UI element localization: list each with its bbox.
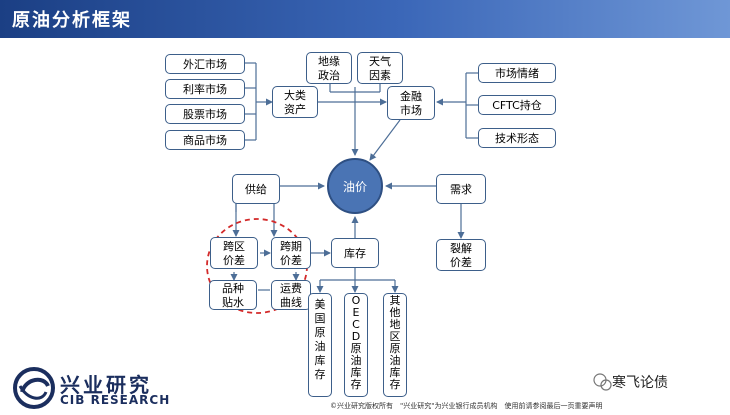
weather-box: 天气 因素 [357, 52, 403, 84]
other-inv-char: 其 [389, 294, 401, 307]
oil-price-node: 油价 [327, 158, 383, 214]
supply-label: 供给 [245, 182, 267, 196]
cftc-label: CFTC持仓 [492, 98, 542, 112]
freight-line1: 运费 [280, 282, 302, 295]
oecd-inv-char: 油 [350, 354, 362, 367]
stock-label: 股票市场 [183, 107, 227, 121]
wechat-icon [593, 373, 612, 391]
us-inv-char: 原 [314, 326, 326, 339]
geopolitics-box: 地缘 政治 [306, 52, 352, 84]
us-inv-char: 美 [314, 298, 326, 311]
wechat-account-name: 寒飞论债 [612, 375, 668, 391]
us-inv-char: 库 [314, 354, 326, 367]
oecd-inv-char: O [351, 294, 361, 307]
cross-region-spread-box: 跨区 价差 [210, 237, 258, 269]
geopolitics-line2: 政治 [318, 69, 340, 82]
weather-line1: 天气 [369, 55, 391, 68]
page-title: 原油分析框架 [12, 10, 132, 31]
freight-line2: 曲线 [280, 296, 302, 309]
logo-chinese-text: 兴业研究 [60, 373, 152, 397]
demand-label: 需求 [450, 182, 472, 196]
crack-line1: 裂解 [450, 242, 472, 255]
inventory-label: 库存 [344, 246, 366, 260]
commodity-label: 商品市场 [183, 133, 227, 147]
other-inv-char: 地 [389, 318, 401, 331]
interest-label: 利率市场 [183, 82, 227, 96]
technical-pattern-box: 技术形态 [478, 128, 556, 148]
crack-spread-box: 裂解 价差 [436, 239, 486, 271]
oecd-inv-char: 库 [350, 366, 362, 379]
footer-disclaimer: ©兴业研究版权所有 "兴业研究"为兴业银行成员机构 使用前请参阅最后一页重要声明 [330, 402, 603, 410]
major-assets-box: 大类 资产 [272, 86, 318, 118]
cib-logo-icon [13, 367, 55, 409]
geopolitics-line1: 地缘 [318, 55, 340, 68]
logo-english-text: CIB RESEARCH [60, 393, 171, 407]
oecd-inv-char: E [352, 306, 360, 319]
cross-period-spread-box: 跨期 价差 [271, 237, 311, 269]
commodity-market-box: 商品市场 [165, 130, 245, 150]
financial-market-line1: 金融 [400, 90, 422, 103]
oil-price-label: 油价 [342, 179, 367, 194]
variety-line2: 贴水 [222, 296, 244, 309]
us-inv-char: 存 [314, 368, 326, 381]
interest-market-box: 利率市场 [165, 79, 245, 99]
financial-market-box: 金融 市场 [387, 86, 435, 120]
oecd-crude-inventory-box: O E C D 原 油 库 存 [344, 293, 368, 397]
variety-line1: 品种 [222, 282, 244, 295]
crack-line2: 价差 [450, 256, 472, 269]
major-assets-line1: 大类 [284, 89, 306, 102]
us-inv-char: 油 [314, 340, 326, 353]
cross-period-line1: 跨期 [280, 240, 302, 253]
other-inv-char: 库 [389, 366, 401, 379]
inventory-box: 库存 [331, 238, 379, 268]
variety-premium-box: 品种 贴水 [209, 280, 257, 310]
forex-market-box: 外汇市场 [165, 54, 245, 74]
other-inv-char: 油 [389, 354, 401, 367]
cftc-position-box: CFTC持仓 [478, 95, 556, 115]
oecd-inv-char: 原 [350, 342, 362, 355]
cross-region-line1: 跨区 [223, 240, 245, 253]
forex-label: 外汇市场 [183, 57, 227, 71]
us-inv-char: 国 [314, 312, 326, 325]
other-inv-char: 原 [389, 342, 401, 355]
financial-market-line2: 市场 [400, 104, 422, 117]
oecd-inv-char: C [352, 318, 360, 331]
oecd-inv-char: 存 [350, 378, 362, 391]
market-sentiment-label: 市场情绪 [495, 66, 539, 80]
other-inv-char: 存 [389, 378, 401, 391]
stock-market-box: 股票市场 [165, 104, 245, 124]
weather-line2: 因素 [369, 69, 391, 82]
freight-curve-box: 运费 曲线 [271, 280, 311, 310]
us-crude-inventory-box: 美 国 原 油 库 存 [308, 293, 332, 397]
supply-box: 供给 [232, 174, 280, 204]
header-bar: 原油分析框架 [0, 0, 730, 38]
cross-period-line2: 价差 [280, 254, 302, 267]
demand-box: 需求 [436, 174, 486, 204]
oecd-inv-char: D [351, 330, 361, 343]
major-assets-line2: 资产 [284, 103, 306, 116]
market-sentiment-box: 市场情绪 [478, 63, 556, 83]
technical-label: 技术形态 [495, 131, 539, 145]
other-region-inventory-box: 其 他 地 区 原 油 库 存 [383, 293, 407, 397]
other-inv-char: 他 [389, 306, 401, 319]
other-inv-char: 区 [389, 330, 401, 343]
cross-region-line2: 价差 [223, 254, 245, 267]
